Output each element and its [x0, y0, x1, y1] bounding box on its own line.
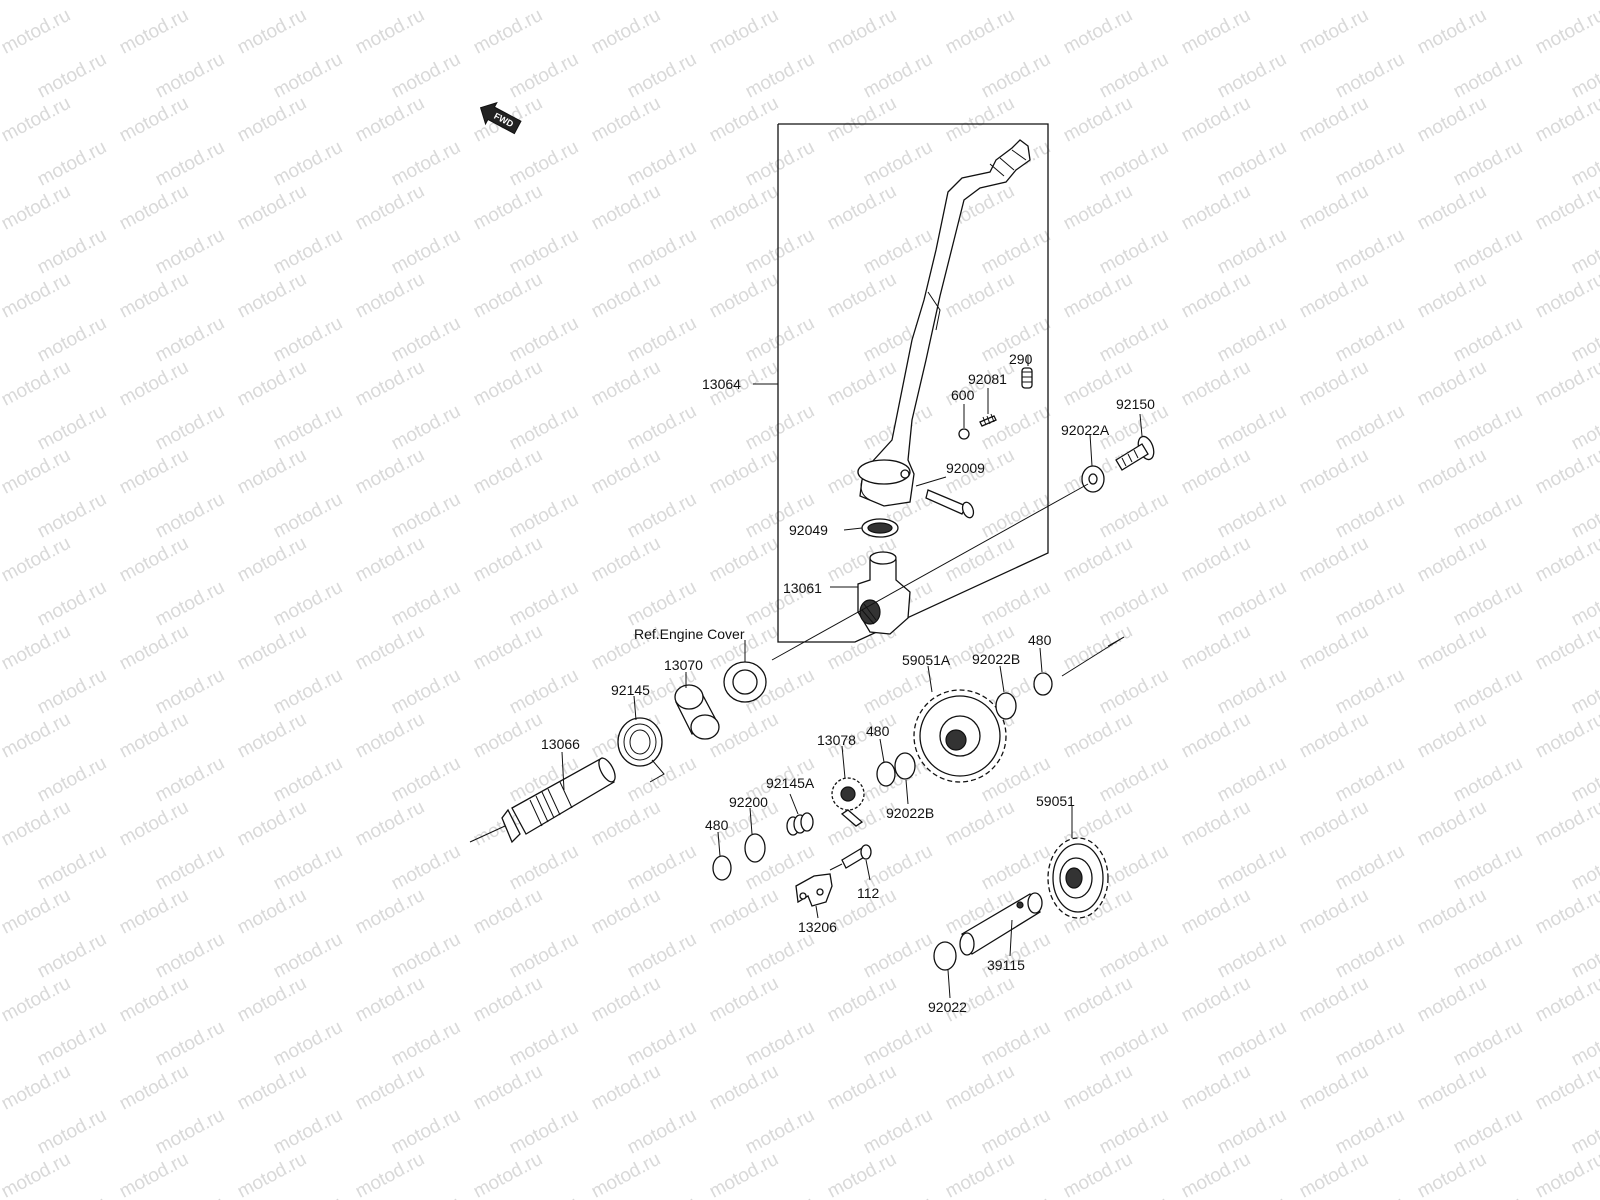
- washer-92022A[interactable]: [1081, 465, 1105, 493]
- label-92145A: 92145A: [766, 775, 815, 791]
- label-92049: 92049: [789, 522, 828, 538]
- part-labels: 13064 290 92081 600 92150 92022A 92009 9…: [541, 351, 1155, 1015]
- ball-600[interactable]: [958, 428, 970, 440]
- kick-pedal-arm[interactable]: [857, 139, 1031, 507]
- washer-92022[interactable]: [933, 941, 957, 971]
- label-480-top: 480: [1028, 632, 1052, 648]
- label-600: 600: [951, 387, 975, 403]
- spring-92145A[interactable]: [786, 812, 814, 836]
- engine-cover-seal[interactable]: [723, 661, 767, 703]
- bolt-92009[interactable]: [925, 489, 975, 519]
- spring-290[interactable]: [1021, 367, 1033, 389]
- label-13206: 13206: [798, 919, 837, 935]
- shaft-39115[interactable]: [959, 892, 1043, 956]
- fwd-arrow-icon: FWD: [479, 101, 522, 135]
- bolt-112[interactable]: [829, 844, 872, 871]
- label-59051A: 59051A: [902, 652, 951, 668]
- gear-59051A[interactable]: [913, 689, 1007, 783]
- guide-13206[interactable]: [795, 873, 833, 907]
- label-92145: 92145: [611, 682, 650, 698]
- label-13064: 13064: [702, 376, 741, 392]
- label-480-mid: 480: [866, 723, 890, 739]
- label-92009: 92009: [946, 460, 985, 476]
- leader-lines: [561, 356, 1143, 999]
- label-13078: 13078: [817, 732, 856, 748]
- assembly-box: [777, 123, 1049, 643]
- circlip-480-mid[interactable]: [876, 761, 896, 787]
- label-92022B-mid: 92022B: [886, 805, 934, 821]
- label-92150: 92150: [1116, 396, 1155, 412]
- label-290: 290: [1009, 351, 1033, 367]
- label-ref-engine-cover: Ref.Engine Cover: [634, 626, 745, 642]
- kick-shaft-13066[interactable]: [469, 756, 618, 844]
- circlip-480-left[interactable]: [712, 855, 732, 881]
- bushing-13070[interactable]: [674, 684, 720, 740]
- label-13066: 13066: [541, 736, 580, 752]
- washer-92022B-top[interactable]: [995, 692, 1017, 720]
- spring-92145[interactable]: [617, 717, 665, 783]
- label-92200: 92200: [729, 794, 768, 810]
- bolt-92150[interactable]: [1115, 434, 1157, 471]
- gear-59051[interactable]: [1047, 837, 1109, 919]
- label-112: 112: [857, 885, 880, 901]
- ratchet-13078[interactable]: [831, 777, 865, 827]
- label-480-left: 480: [705, 817, 729, 833]
- label-92081: 92081: [968, 371, 1007, 387]
- washer-92022B-mid[interactable]: [894, 752, 916, 780]
- label-13070: 13070: [664, 657, 703, 673]
- label-92022: 92022: [928, 999, 967, 1015]
- label-92022A: 92022A: [1061, 422, 1110, 438]
- axis-line-upper: [771, 483, 1089, 661]
- axis-line-right: [1061, 636, 1125, 677]
- circlip-480-top[interactable]: [1033, 672, 1053, 696]
- label-13061: 13061: [783, 580, 822, 596]
- label-59051: 59051: [1036, 793, 1075, 809]
- spring-92081[interactable]: [979, 413, 997, 427]
- washer-92200[interactable]: [744, 833, 766, 863]
- kick-housing-13061[interactable]: [857, 551, 911, 635]
- label-39115: 39115: [987, 957, 1025, 973]
- label-92022B-top: 92022B: [972, 651, 1020, 667]
- seal-92049[interactable]: [861, 518, 899, 538]
